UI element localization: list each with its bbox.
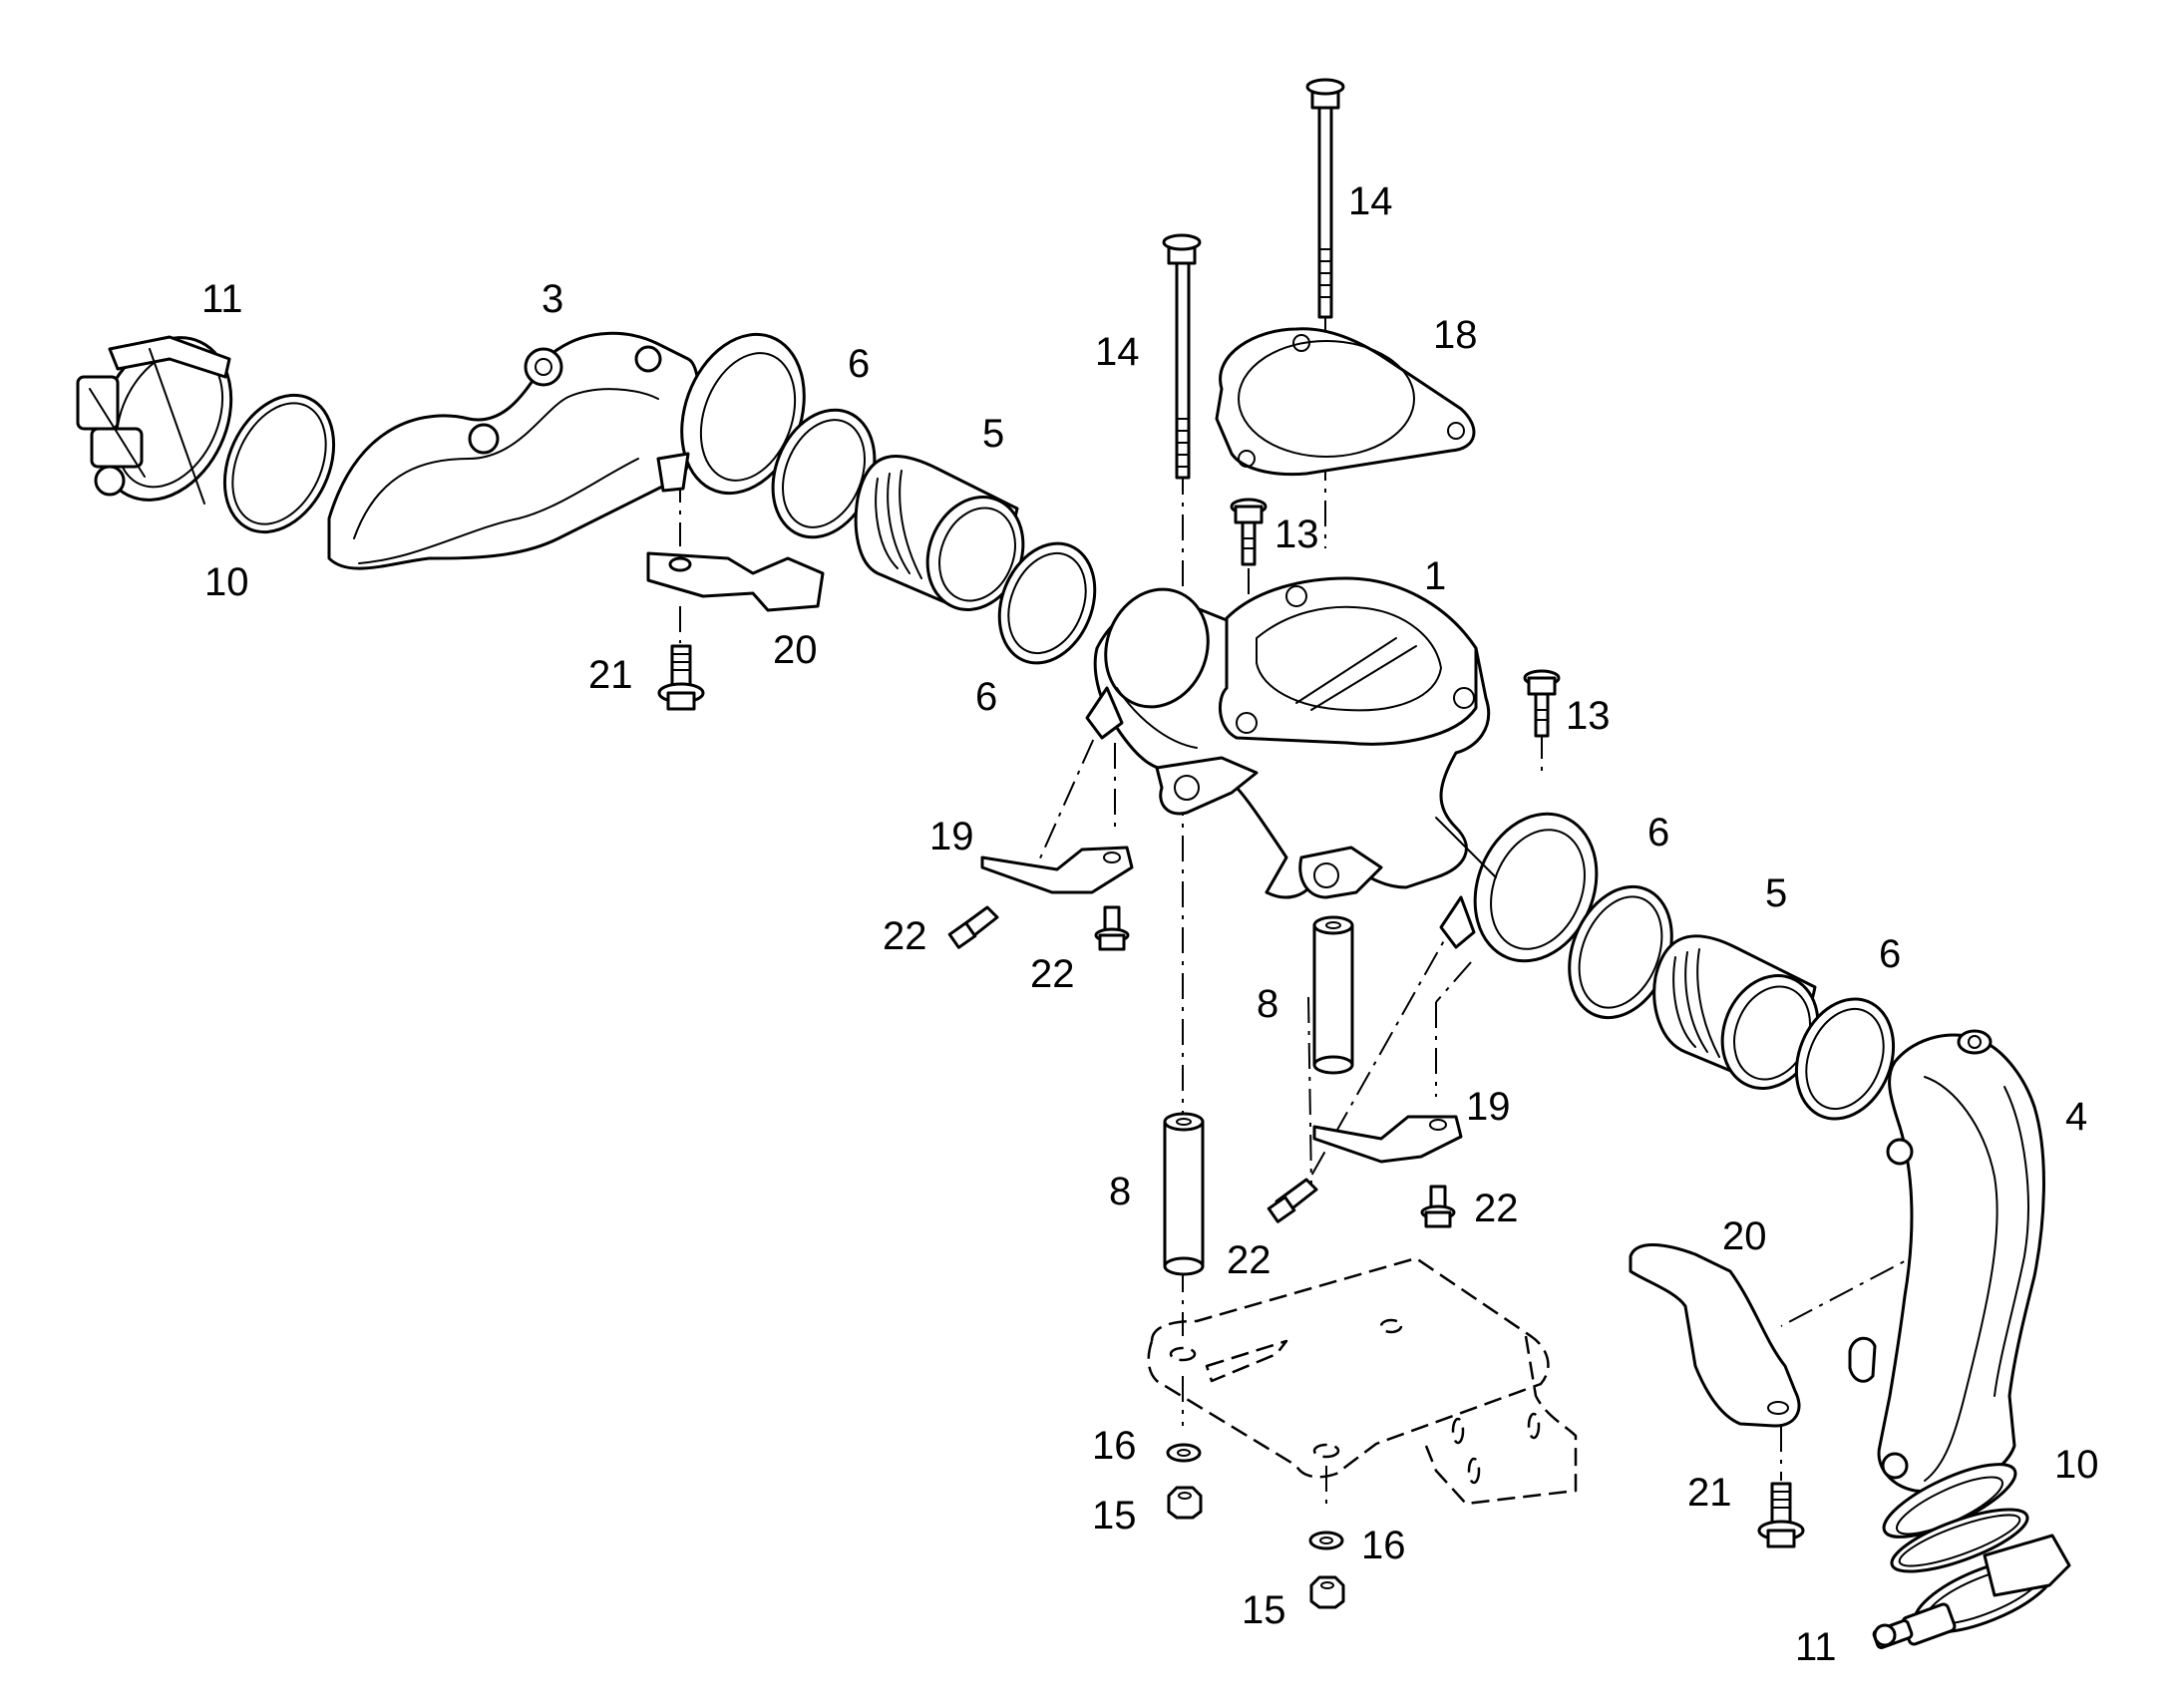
spacer-lower xyxy=(1163,1112,1205,1276)
callout-10-upper: 10 xyxy=(204,560,249,604)
bolt-lower xyxy=(1757,1482,1805,1548)
callout-13-upper: 13 xyxy=(1274,512,1319,556)
sleeve-5a xyxy=(854,455,1025,611)
callout-21-upper: 21 xyxy=(588,653,633,697)
callout-22-c: 22 xyxy=(1227,1238,1272,1282)
callout-22-a: 22 xyxy=(883,914,927,958)
v-band-clamp-lower xyxy=(1872,1534,2071,1649)
intake-pipe-lower xyxy=(1848,1029,2045,1538)
l-bracket-left xyxy=(980,846,1134,894)
callout-13-right: 13 xyxy=(1566,694,1611,738)
flange-gasket xyxy=(1215,327,1476,477)
short-bolt-right xyxy=(1523,669,1561,738)
short-bolt-upper xyxy=(1230,498,1268,566)
callout-15-b: 15 xyxy=(1242,1588,1286,1632)
callout-11-lower: 11 xyxy=(1795,1625,1837,1669)
callout-14-right: 14 xyxy=(1348,179,1393,223)
callout-19-upper: 19 xyxy=(929,815,974,858)
gasket-6d-inner xyxy=(1805,1007,1885,1111)
bracket-lower xyxy=(1629,1243,1801,1428)
callout-8-upper: 8 xyxy=(1257,982,1278,1026)
callout-5-b: 5 xyxy=(1765,871,1787,915)
callout-16-a: 16 xyxy=(1092,1424,1137,1468)
callout-18: 18 xyxy=(1433,313,1478,357)
callout-1: 1 xyxy=(1424,554,1446,598)
callout-22-d: 22 xyxy=(1474,1187,1519,1230)
callout-19-lower: 19 xyxy=(1466,1085,1511,1129)
intake-pipe-upper xyxy=(327,331,806,570)
screw-22d xyxy=(1420,1185,1456,1228)
nut-15b xyxy=(1309,1575,1345,1609)
l-bracket-lower-hole xyxy=(1429,1119,1447,1131)
callout-15-a: 15 xyxy=(1092,1494,1137,1537)
long-bolt-left xyxy=(1162,233,1202,480)
o-ring-lower xyxy=(1890,1508,2029,1573)
callout-21-lower: 21 xyxy=(1687,1471,1732,1515)
callout-labels: 11 3 10 6 5 14 14 18 13 1 13 20 21 6 19 … xyxy=(201,179,2099,1669)
gasket-6b-inner xyxy=(1007,551,1087,655)
callout-6-c: 6 xyxy=(1647,811,1669,854)
callout-14-left: 14 xyxy=(1095,330,1140,374)
callout-20-upper: 20 xyxy=(773,628,818,672)
bracket-upper-hole xyxy=(668,556,692,572)
callout-5-a: 5 xyxy=(982,412,1004,456)
gasket-6c-inner xyxy=(1578,895,1663,1009)
callout-20-lower: 20 xyxy=(1722,1214,1767,1258)
bracket-lower-hole xyxy=(1767,1401,1789,1415)
mounting-plate xyxy=(1147,1256,1578,1506)
callout-10-lower: 10 xyxy=(2054,1443,2099,1487)
callout-22-b: 22 xyxy=(1030,952,1075,996)
callout-8-lower: 8 xyxy=(1109,1170,1131,1213)
bracket-upper xyxy=(646,551,825,612)
washer-16b xyxy=(1308,1531,1344,1550)
callout-6-a: 6 xyxy=(848,342,870,386)
l-bracket-left-hole xyxy=(1103,852,1121,863)
callout-16-b: 16 xyxy=(1361,1524,1406,1567)
bolt-upper xyxy=(657,644,705,711)
long-bolt-right xyxy=(1305,78,1345,319)
spacer-upper xyxy=(1312,915,1354,1075)
callout-4: 4 xyxy=(2065,1095,2087,1139)
v-band-clamp-upper xyxy=(76,335,233,505)
o-ring-lower-inner xyxy=(1898,1514,2021,1567)
o-ring-upper-inner xyxy=(231,402,327,525)
l-bracket-lower xyxy=(1312,1115,1463,1164)
callout-6-d: 6 xyxy=(1879,932,1901,976)
callout-11-upper: 11 xyxy=(201,277,243,321)
main-housing xyxy=(1085,576,1599,963)
screw-22a xyxy=(947,905,999,949)
callout-3: 3 xyxy=(542,277,563,321)
screw-22c xyxy=(1267,1178,1318,1223)
washer-16a xyxy=(1166,1443,1202,1463)
callout-6-b: 6 xyxy=(975,675,997,719)
screw-22b xyxy=(1094,905,1130,951)
nut-15a xyxy=(1167,1486,1203,1520)
